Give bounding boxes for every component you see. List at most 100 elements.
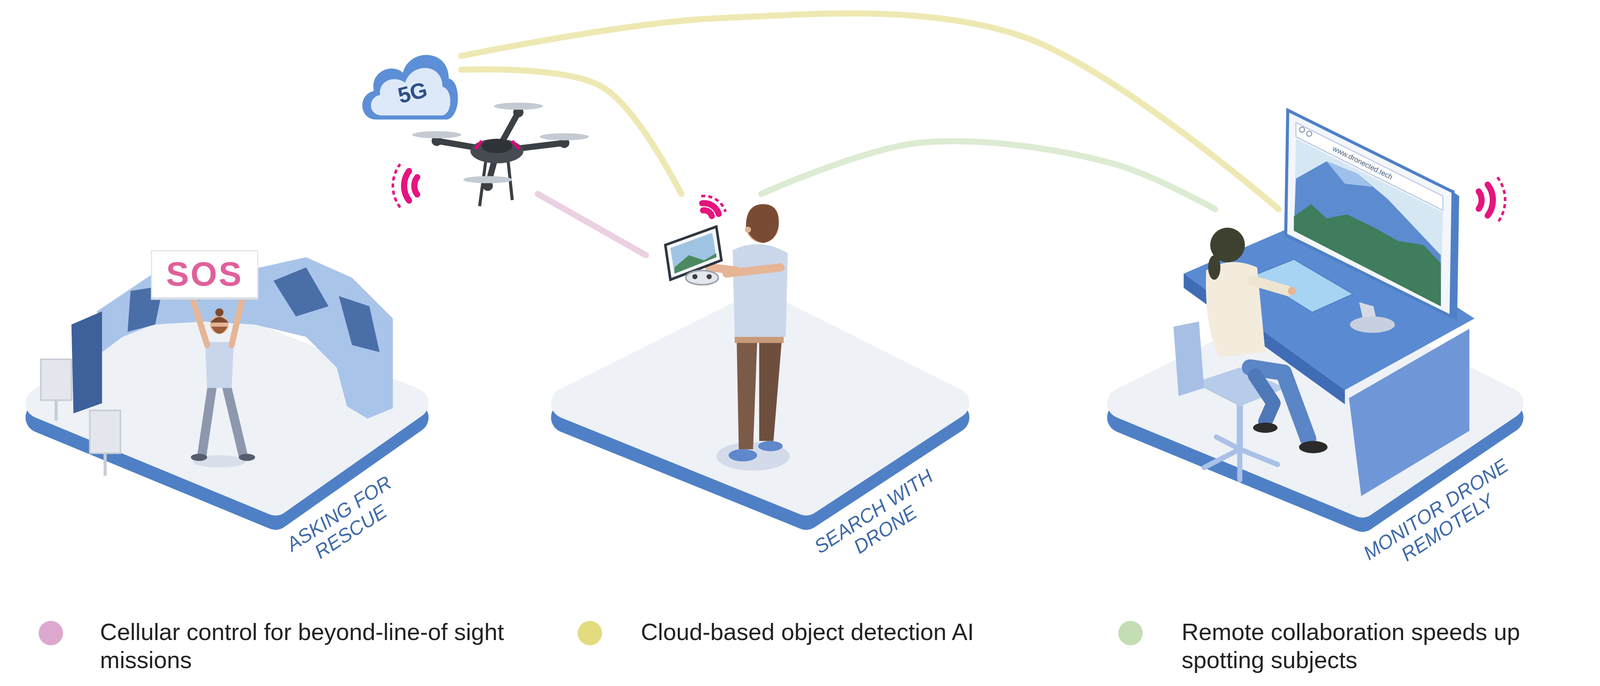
rescue-person	[190, 296, 256, 468]
tablet-controller	[692, 274, 698, 280]
remote-operator	[1210, 227, 1245, 262]
drone-pilot	[744, 226, 751, 233]
rescue-person	[238, 453, 256, 461]
sos-sign: SOS	[150, 250, 258, 299]
cloud-node: 5G	[357, 35, 462, 128]
station-label: ASKING FOR RESCUE	[253, 452, 437, 593]
station-platform: SEARCH WITH DRONE	[550, 194, 972, 582]
remote-operator	[1250, 367, 1309, 439]
drone	[475, 140, 482, 149]
monitor	[1349, 316, 1395, 333]
stone-post	[40, 359, 72, 400]
monitor	[1285, 110, 1453, 317]
remote-operator	[1255, 375, 1274, 422]
signal-waves	[414, 176, 417, 195]
signal-waves	[702, 203, 719, 214]
signal-waves	[701, 196, 726, 212]
station-label-text: ASKING FOR RESCUE	[253, 452, 437, 593]
signal-arc	[761, 141, 1216, 210]
rock-cliff	[273, 267, 329, 317]
remote-operator	[1205, 227, 1328, 453]
office-chair	[1236, 400, 1243, 450]
rescue-person	[211, 326, 228, 334]
rock-cliff	[71, 311, 103, 414]
legend-text: Cellular control for beyond-line-of sigh…	[100, 617, 529, 675]
rock-cliff	[338, 296, 380, 353]
office-chair	[1239, 449, 1278, 465]
legend-swatch	[1118, 620, 1143, 646]
rescue-person	[210, 316, 229, 323]
stone-post	[89, 410, 121, 454]
drone-pilot	[726, 267, 781, 274]
station-platform: ASKING FOR RESCUESOS	[15, 229, 434, 583]
drone	[512, 140, 520, 149]
monitor	[1294, 204, 1441, 307]
remote-operator	[1287, 286, 1296, 295]
rescue-person	[190, 453, 208, 461]
stone-post	[40, 359, 121, 476]
desk	[1252, 259, 1354, 313]
monitor	[1294, 161, 1441, 306]
drone-pilot	[758, 440, 783, 452]
legend-swatch	[577, 620, 603, 646]
remote-operator	[1252, 422, 1278, 433]
drone	[412, 130, 461, 139]
office-chair	[1173, 321, 1205, 396]
rescue-person	[210, 315, 229, 334]
monitor	[1306, 130, 1312, 137]
drone-pilot	[728, 449, 758, 462]
signal-waves	[392, 163, 401, 208]
tablet-controller	[670, 232, 717, 274]
drone-pilot	[709, 204, 790, 471]
station-label: MONITOR DRONE REMOTELY	[1349, 448, 1534, 589]
legend-text: Cloud-based object detection AI	[640, 617, 1111, 647]
monitor	[1285, 110, 1459, 333]
station-label: SEARCH WITH DRONE	[787, 450, 972, 591]
rescue-person	[205, 341, 234, 388]
drone-pilot	[759, 341, 782, 441]
tablet-controller	[665, 226, 722, 285]
rescue-person	[231, 296, 243, 345]
rescue-person	[192, 296, 208, 345]
monitor	[1294, 138, 1443, 306]
signal-waves	[1487, 184, 1494, 216]
drone-pilot	[746, 204, 780, 243]
signal-waves	[1497, 177, 1506, 223]
tablet-controller	[685, 270, 719, 285]
drone-pilot	[736, 341, 758, 449]
url-wrap: www.dronected.tech	[1331, 144, 1394, 182]
signal-waves	[392, 163, 1506, 223]
signal-waves	[702, 210, 712, 217]
station-label-text: MONITOR DRONE REMOTELY	[1349, 448, 1534, 589]
legend-text: Remote collaboration speeds up spotting …	[1181, 617, 1580, 675]
cloud-shape	[362, 54, 459, 120]
drone	[470, 138, 524, 164]
office-chair	[1237, 449, 1243, 480]
drone	[481, 138, 513, 153]
station-label-text: SEARCH WITH DRONE	[787, 450, 972, 591]
url-text: www.dronected.tech	[1331, 144, 1394, 182]
rescue-person	[215, 308, 224, 317]
remote-operator	[1252, 280, 1288, 291]
rescue-person	[202, 385, 213, 455]
signal-arc	[461, 69, 682, 194]
drone-pilot	[732, 244, 788, 337]
cloud-face	[371, 67, 451, 116]
office-chair	[1216, 436, 1240, 450]
sign-text: SOS	[165, 255, 243, 293]
remote-operator	[1298, 440, 1328, 454]
drone	[463, 176, 513, 184]
signal-waves	[403, 170, 409, 201]
office-chair	[1204, 449, 1240, 468]
drone	[539, 133, 589, 141]
stone-post	[103, 453, 107, 476]
tablet-controller	[706, 274, 712, 280]
signal-waves	[1478, 191, 1482, 209]
drone	[493, 102, 543, 110]
monitor	[1299, 126, 1305, 133]
legend-swatch	[38, 620, 64, 646]
signal-arc	[461, 13, 1280, 210]
